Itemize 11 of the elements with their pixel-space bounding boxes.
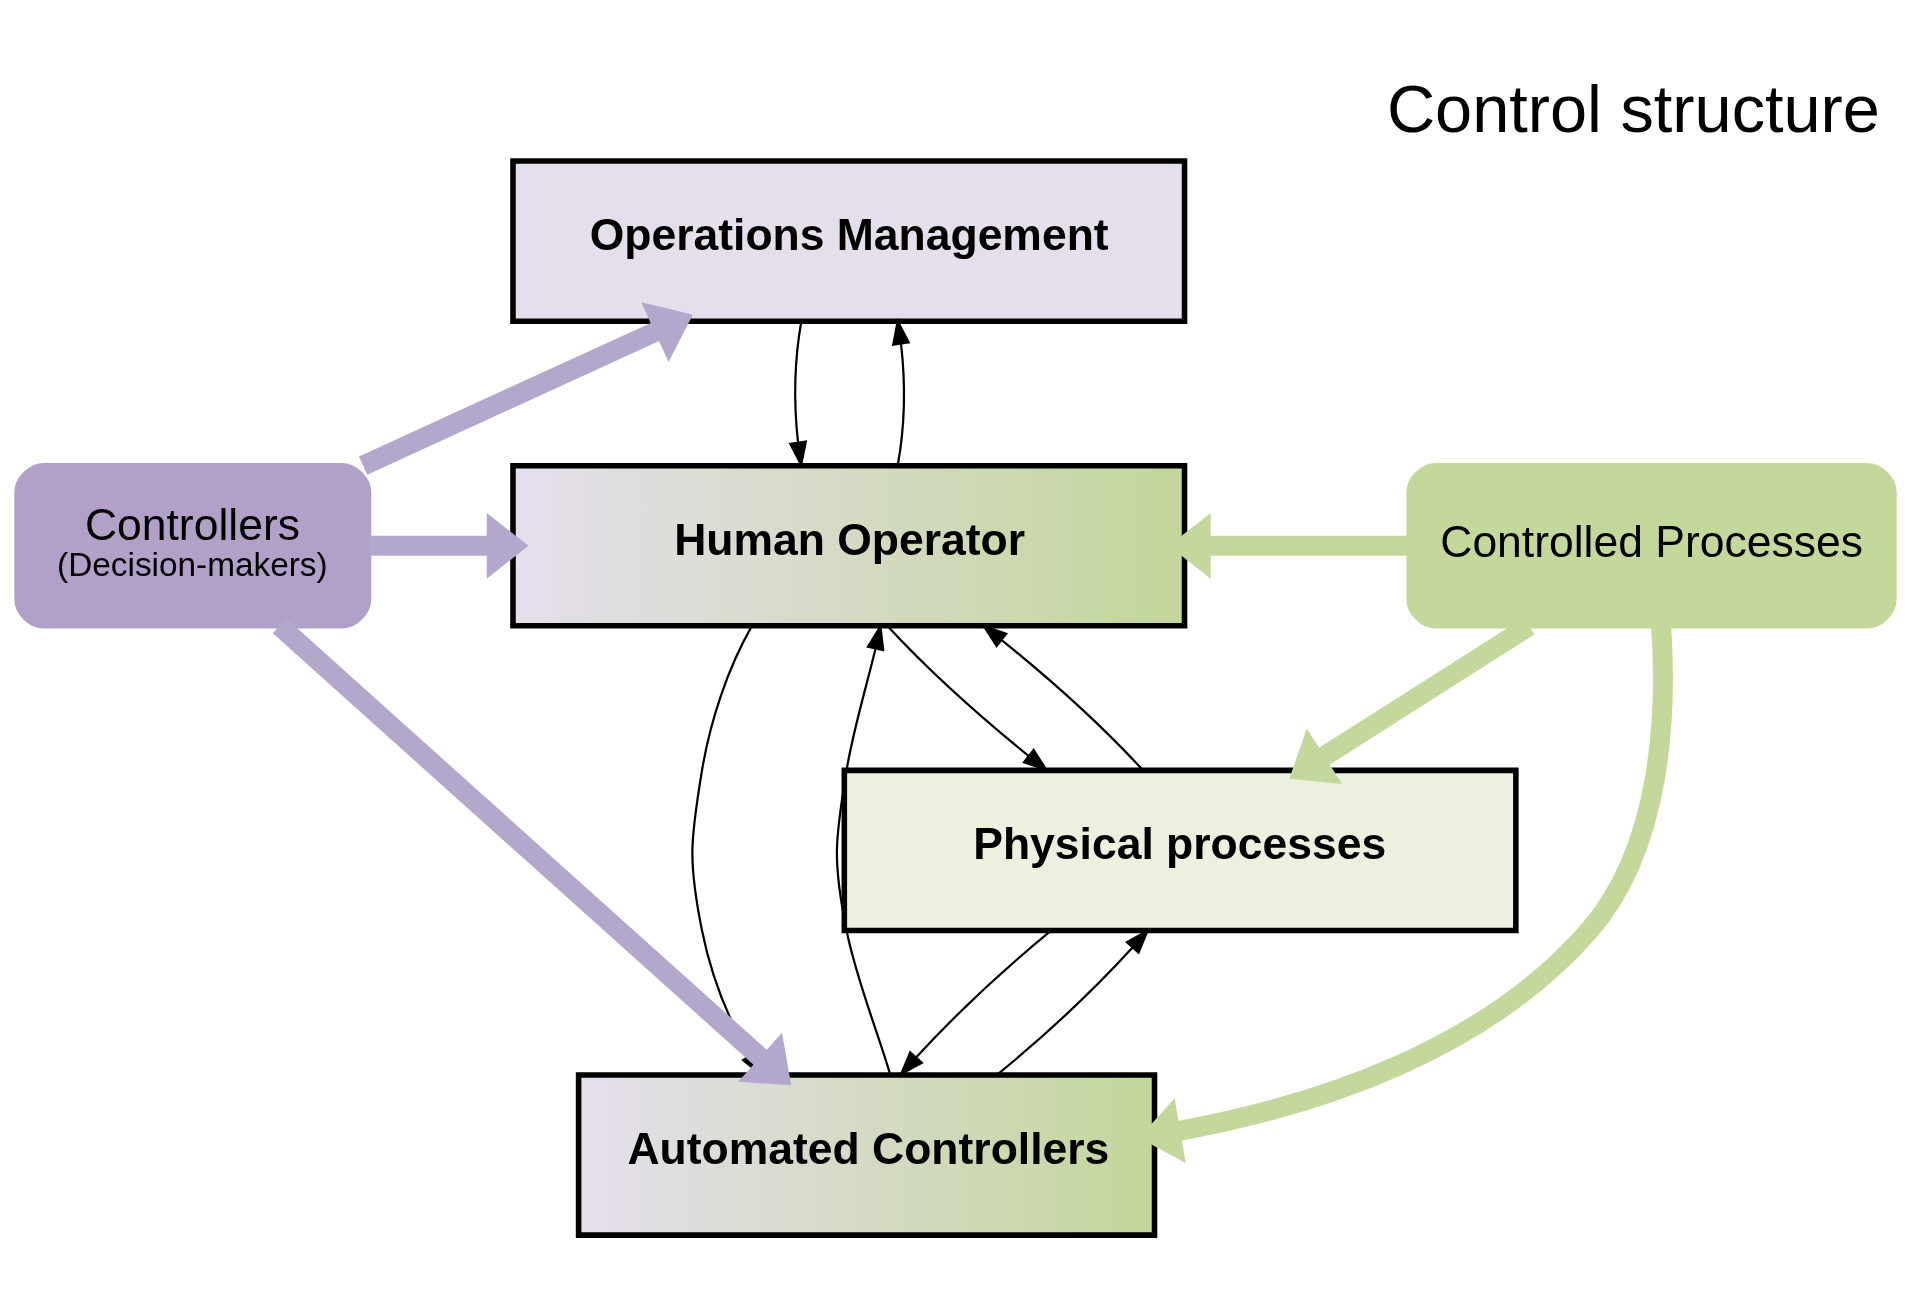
arrow	[358, 301, 693, 475]
node-box: Automated Controllers	[575, 1071, 1158, 1238]
arrow	[891, 317, 911, 465]
arrow	[272, 617, 792, 1085]
node-box: Controllers (Decision-makers)	[14, 462, 372, 629]
node-box: Human Operator	[510, 462, 1188, 629]
arrow	[368, 512, 529, 579]
diagram-title: Control structure	[1386, 71, 1880, 146]
node-box: Physical processes	[841, 767, 1519, 933]
node-box: Operations Management	[510, 157, 1188, 324]
node-box: Controlled Processes	[1406, 462, 1897, 629]
